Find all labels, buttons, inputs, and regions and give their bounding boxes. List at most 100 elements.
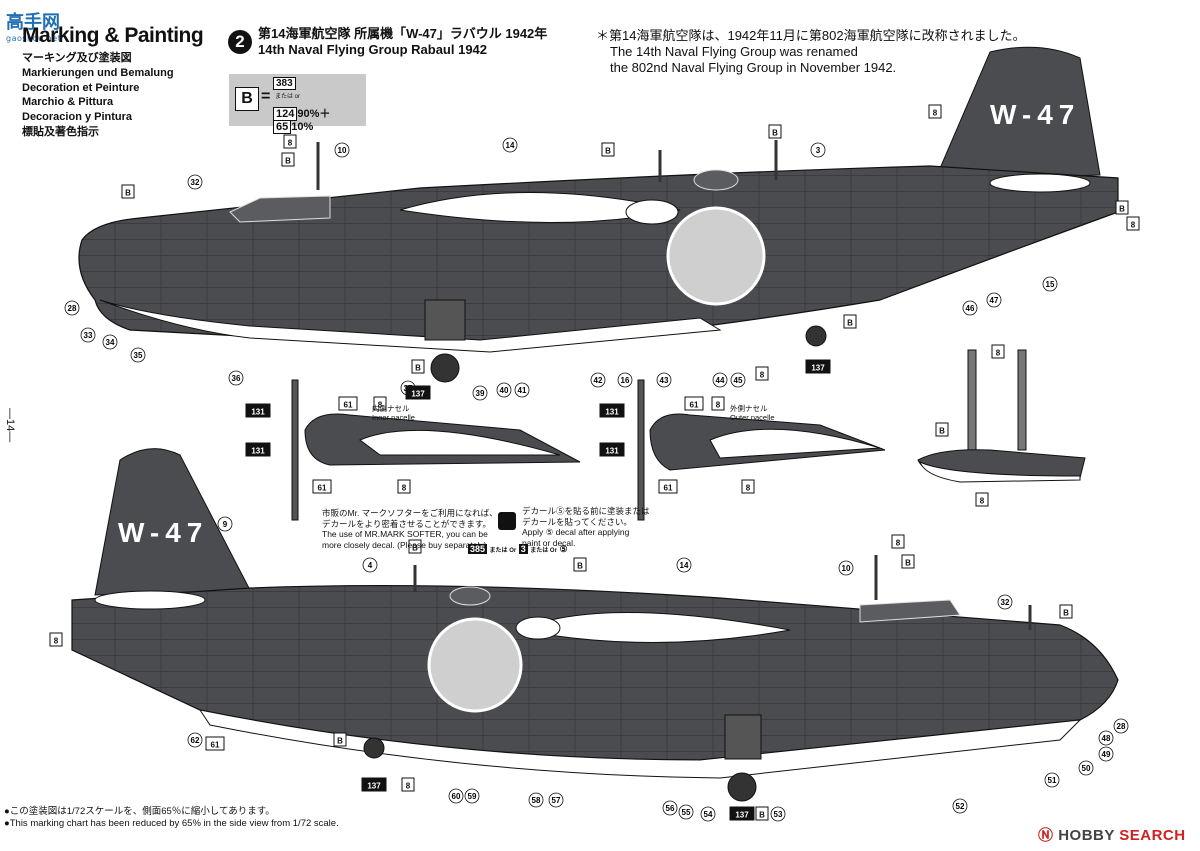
color-equals: = [261,88,271,105]
callout-text: B [772,129,778,138]
callout-top-11: 8 [1126,216,1140,231]
decal-order-note: デカール⑤を貼る前に塗装または デカールを貼ってください。 Apply ⑤ de… [522,506,650,548]
decal-jp1: デカール⑤を貼る前に塗装または [522,506,650,516]
callout-text: 60 [452,792,461,801]
callout-bottom-12: 61 [205,736,225,751]
callout-text: 9 [223,520,228,529]
callout-mid-5: 8 [397,479,411,494]
callout-mid-15: 9 [217,516,233,532]
callout-bottom-13: B [333,732,347,747]
callout-bottom-27: 51 [1044,772,1060,788]
callout-top-27: 45 [730,372,746,388]
callout-text: 131 [605,447,619,456]
color-pct-90: 90%＋ [297,108,331,120]
hobbysearch-logo: Ⓝ HOBBY SEARCH [1038,824,1186,845]
callout-top-1: B [281,152,295,167]
callout-text: 32 [1001,598,1010,607]
callout-top-7: B [768,124,782,139]
callout-bottom-6: B [901,554,915,569]
callout-text: 61 [664,484,673,493]
callout-text: 8 [1131,221,1136,230]
callout-mid-3: 8 [373,396,387,411]
callout-text: 34 [106,338,115,347]
callout-bottom-20: 56 [662,800,678,816]
color-or: または or [275,94,301,100]
callout-top-16: 36 [228,370,244,386]
callout-text: B [415,364,421,373]
callout-bottom-18: 58 [528,792,544,808]
callout-text: 10 [842,564,851,573]
callout-top-31: 15 [1042,276,1058,292]
callout-text: 55 [682,808,691,817]
hobbysearch-part1: HOBBY [1058,827,1115,844]
callout-text: 131 [251,408,265,417]
callout-text: 40 [500,386,509,395]
callout-top-28: 8 [755,366,769,381]
lang-jp: マーキング及び塗装図 [22,52,132,64]
decal-sequence: 385 または Or 3 または Or ⑤ [468,544,568,555]
callout-bottom-11: 62 [187,732,203,748]
top-fuselage [78,165,1119,351]
callout-mid-12: 8 [991,344,1005,359]
callout-mid-7: 131 [599,442,625,457]
top-float-strut [424,299,466,341]
callout-text: 3 [816,146,821,155]
callout-bottom-26: 52 [952,798,968,814]
rename-note-en1: The 14th Naval Flying Group was renamed [610,44,858,59]
top-cockpit [229,195,331,223]
top-main-wheel [430,353,460,383]
marking-heading-en: 14th Naval Flying Group Rabaul 1942 [258,42,488,57]
decal-seq-3: 3 [518,544,528,554]
color-pct-10: 10% [291,121,314,133]
callout-text: 46 [966,304,975,313]
hobbysearch-mark: Ⓝ [1038,827,1054,844]
marking-heading-jp: 第14海軍航空隊 所属機「W-47」ラバウル 1942年 [258,26,548,41]
callout-text: 61 [690,401,699,410]
footer-note: ●この塗装図は1/72スケールを、側面65％に縮小してあります。 ●This m… [4,806,339,830]
callout-text: 8 [980,497,985,506]
callout-top-29: 46 [962,300,978,316]
callout-text: B [285,157,291,166]
callout-text: B [125,189,131,198]
callout-text: 62 [191,736,200,745]
decal-seq-or2: または Or [530,548,557,554]
callout-bottom-24: B [755,806,769,821]
callout-top-6: B [601,142,615,157]
watermark-logo: 高手网 gaoshou.net [6,8,61,43]
callout-bottom-14: 137 [361,777,387,792]
callout-text: B [939,427,945,436]
callout-text: 47 [990,296,999,305]
callout-top-5: 14 [502,137,518,153]
callout-bottom-10: 28 [1113,718,1129,734]
callout-text: 48 [1102,734,1111,743]
callout-text: 58 [532,796,541,805]
callout-mid-10: 61 [658,479,678,494]
callout-top-3: B [121,184,135,199]
inner-nacelle [291,379,581,521]
callout-text: 8 [288,139,293,148]
color-code-383: 383 [273,77,296,90]
callout-text: 4 [368,561,373,570]
callout-top-24: 16 [617,372,633,388]
lang-it: Marchio & Pittura [22,96,114,109]
callout-text: 43 [660,376,669,385]
callout-text: 44 [716,376,725,385]
callout-top-22: 41 [514,382,530,398]
callout-bottom-25: 53 [770,806,786,822]
mark-softer-note: 市販のMr. マークソフターをご利用になれば、 デカールをより密着させることがで… [322,508,498,550]
callout-text: B [1063,609,1069,618]
top-wing-root [399,192,681,223]
callout-bottom-8: B [1059,604,1073,619]
callout-text: 8 [760,371,765,380]
top-tail-fin [934,46,1101,181]
callout-top-12: 28 [64,300,80,316]
inner-nacelle-en: Inner nacelle [372,413,415,422]
callout-text: 28 [1117,722,1126,731]
color-letter: B [235,87,259,111]
callout-text: 14 [506,141,515,150]
decal-seq-385: 385 [468,544,488,554]
inner-nacelle-jp: 内側ナセル [372,404,410,413]
wing-float [917,349,1086,483]
callout-text: 61 [344,401,353,410]
callout-text: 8 [746,484,751,493]
